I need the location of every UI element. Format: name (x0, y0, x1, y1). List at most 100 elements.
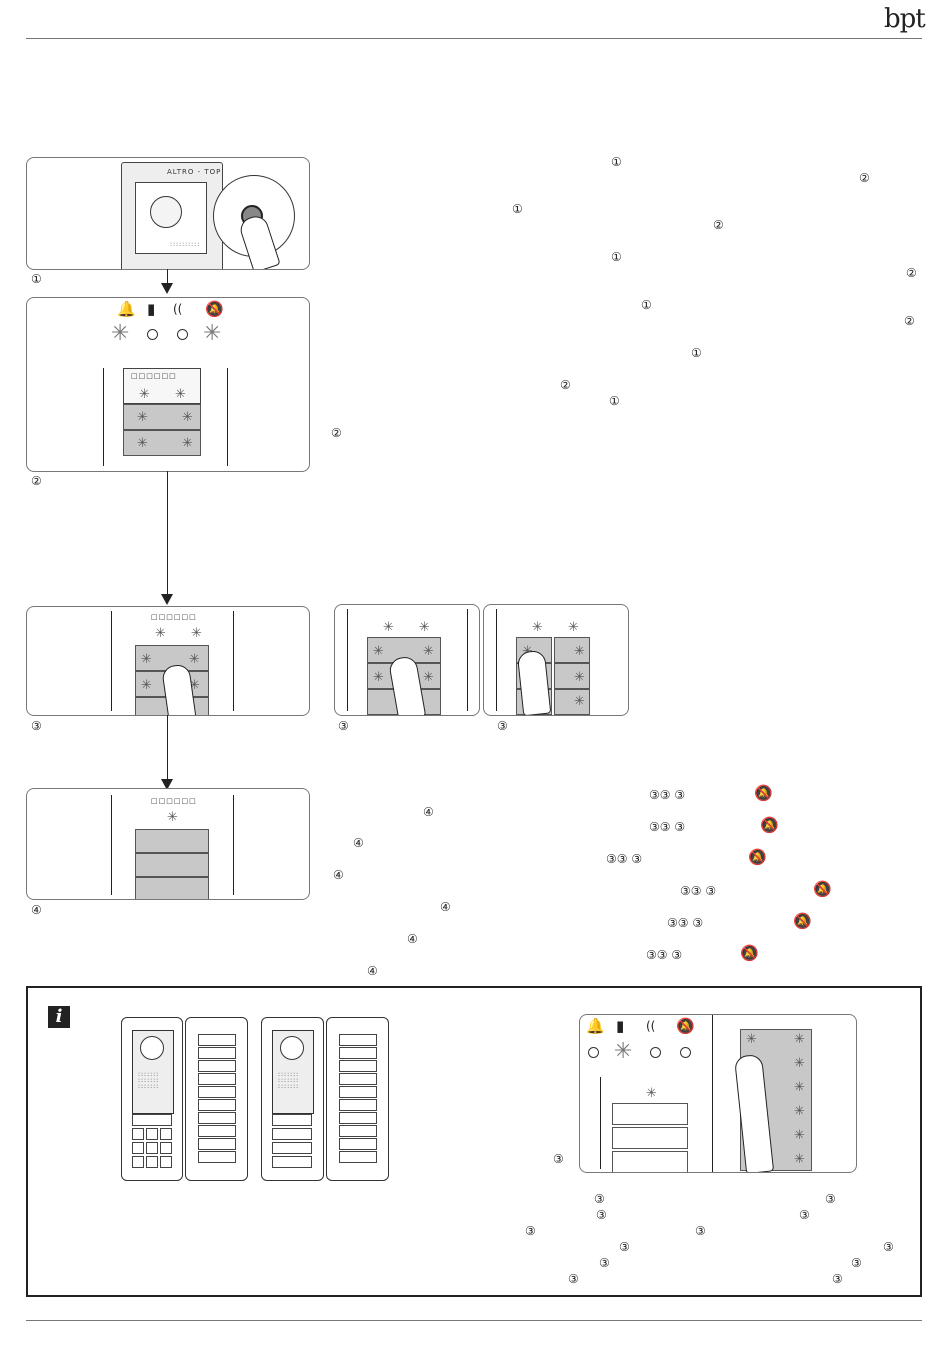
ref-1b: ① (512, 202, 523, 216)
step3-label: ③ (31, 719, 42, 733)
keypad-key (160, 1156, 172, 1168)
call-button (198, 1099, 236, 1111)
bell-off-icon: 🔕 (676, 1017, 695, 1035)
p3b-led-2: ✳ (419, 620, 430, 635)
arrow-2-head (161, 594, 173, 605)
ref-2f: ② (331, 426, 342, 440)
p3c-key-blink-3: ✳ (574, 670, 585, 685)
p3c-led-2: ✳ (568, 620, 579, 635)
call-button (339, 1138, 377, 1150)
p3b-key-blink-3: ✳ (373, 670, 384, 685)
ref-3-row4: ③③ ③ (680, 884, 717, 898)
led-door-blink: ✳ (614, 1039, 633, 1064)
bell-off-icon: 🔕 (793, 912, 812, 930)
speaker-icon: (( (646, 1019, 656, 1033)
info-ref-3f: ③ (695, 1224, 706, 1238)
speaker-grill: ::::::::::::::::::::: (138, 1071, 160, 1090)
call-button (339, 1125, 377, 1137)
call-button (198, 1047, 236, 1059)
info-key-blink: ✳ (794, 1128, 805, 1143)
p3c-key-4 (554, 663, 590, 689)
button-module-1 (185, 1017, 248, 1181)
info-key-blink: ✳ (794, 1104, 805, 1119)
led-speaker (650, 1047, 661, 1058)
p3-key-blink-1: ✳ (141, 652, 152, 667)
step3b-panel: ✳ ✳ ✳ ✳ ✳ ✳ (334, 604, 480, 716)
info-ref-3d: ③ (799, 1208, 810, 1222)
info-ref-3i: ③ (599, 1256, 610, 1270)
camera-lens (140, 1036, 164, 1060)
call-button (339, 1073, 377, 1085)
step2-panel: 🔔 ▮ (( 🔕 ✳ ✳ □□□□□□ ✳ ✳ ✳ ✳ ✳ ✳ (26, 297, 310, 472)
info-ref-3l: ③ (832, 1272, 843, 1286)
ref-1c: ① (611, 250, 622, 264)
p3-edge-right (233, 611, 234, 711)
call-button (198, 1125, 236, 1137)
info-key-blink: ✳ (794, 1032, 805, 1047)
bell-off-icon: 🔕 (740, 944, 759, 962)
key-blink-3: ✳ (137, 436, 148, 451)
key-blink-1: ✳ (137, 410, 148, 425)
p4-key-row-1 (135, 829, 209, 853)
led-door (147, 329, 158, 340)
bell-off-icon: 🔕 (205, 300, 224, 318)
p3-edge-left (111, 611, 112, 711)
keypad-key (132, 1156, 144, 1168)
step3-panel: □□□□□□ ✳ ✳ ✳ ✳ ✳ ✳ (26, 606, 310, 716)
info-key-blink: ✳ (794, 1080, 805, 1095)
bell-off-icon: 🔕 (760, 816, 779, 834)
p4-edge-right (233, 795, 234, 895)
info-key-row-1 (612, 1103, 688, 1125)
keypad-key (146, 1128, 158, 1140)
led-strip (123, 368, 201, 404)
key-blink-4: ✳ (182, 436, 193, 451)
ref-4d: ④ (440, 900, 451, 914)
call-button (198, 1112, 236, 1124)
bell-icon: 🔔 (117, 300, 136, 318)
p4-edge-left (111, 795, 112, 895)
ref-1a: ① (611, 155, 622, 169)
arrow-1-line (167, 269, 168, 283)
p3b-key-blink-4: ✳ (423, 670, 434, 685)
p3c-key-2 (554, 637, 590, 663)
ref-3-row5: ③③ ③ (667, 916, 704, 930)
call-button (198, 1060, 236, 1072)
info-box (26, 986, 922, 1297)
ref-2b: ② (713, 218, 724, 232)
info-key-row-3 (612, 1151, 688, 1172)
ref-3-row2: ③③ ③ (649, 820, 686, 834)
p3-key-blink-4: ✳ (189, 678, 200, 693)
led-bell-off-blink: ✳ (203, 321, 222, 346)
info-ref-3b: ③ (825, 1192, 836, 1206)
arrow-1-head (161, 283, 173, 294)
step1-panel: ALTRO - TOP :::::::::: (26, 157, 310, 270)
call-button (339, 1034, 377, 1046)
door-icon: ▮ (616, 1017, 625, 1035)
ref-4f: ④ (367, 964, 378, 978)
call-button (198, 1086, 236, 1098)
speaker-grill: ::::::::::::::::::::: (278, 1071, 300, 1090)
ref-3-row6: ③③ ③ (646, 948, 683, 962)
p3-led-1: ✳ (155, 626, 166, 641)
entry-module-keypad: ::::::::::::::::::::: (121, 1017, 183, 1181)
ref-4e: ④ (407, 932, 418, 946)
ref-2e: ② (560, 378, 571, 392)
step4-panel: □□□□□□ ✳ (26, 788, 310, 900)
call-button (339, 1086, 377, 1098)
step3b-label: ③ (338, 719, 349, 733)
info-ref-3h: ③ (883, 1240, 894, 1254)
ref-4c: ④ (333, 868, 344, 882)
footer-divider (26, 1320, 922, 1321)
p3-key-blink-2: ✳ (189, 652, 200, 667)
p3-key-blink-3: ✳ (141, 678, 152, 693)
p3b-edge-right (467, 609, 468, 711)
bell-off-icon: 🔕 (813, 880, 832, 898)
camera-lens (280, 1036, 304, 1060)
ref-1d: ① (641, 298, 652, 312)
button-module-2 (326, 1017, 389, 1181)
p3-led-2: ✳ (191, 626, 202, 641)
ref-1e: ① (691, 346, 702, 360)
p3b-led-1: ✳ (383, 620, 394, 635)
info-ref-3e: ③ (525, 1224, 536, 1238)
step3c-label: ③ (497, 719, 508, 733)
